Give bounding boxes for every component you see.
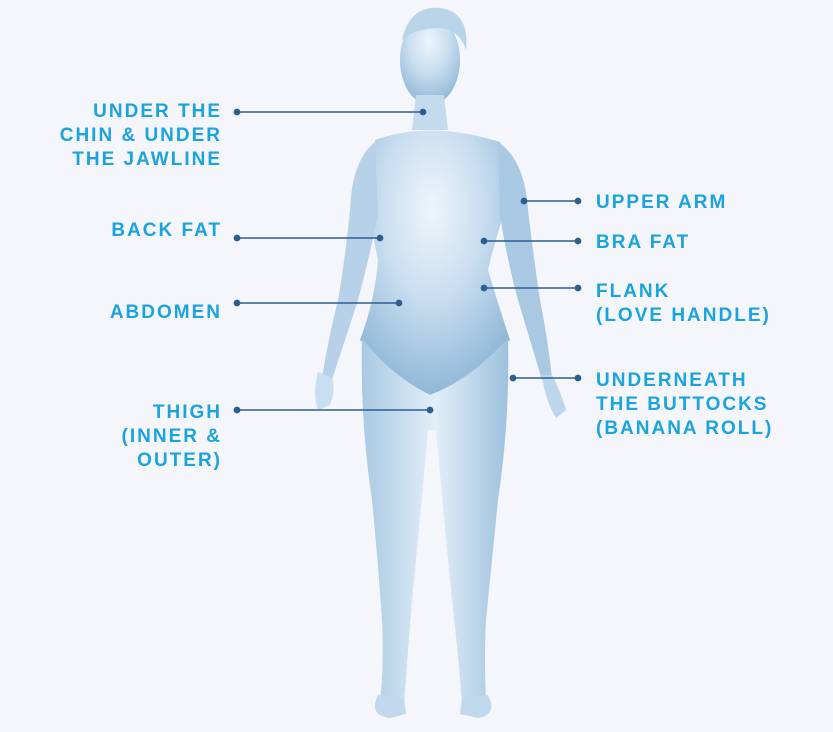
label-chin: UNDER THE CHIN & UNDER THE JAWLINE xyxy=(60,100,222,172)
label-bra-fat: BRA FAT xyxy=(596,231,690,255)
leader-dot xyxy=(510,375,515,380)
label-buttocks: UNDERNEATH THE BUTTOCKS (BANANA ROLL) xyxy=(596,369,773,441)
female-body-figure-icon xyxy=(315,8,566,718)
label-flank: FLANK (LOVE HANDLE) xyxy=(596,280,771,328)
label-thigh: THIGH (INNER & OUTER) xyxy=(122,401,222,473)
leader-dot xyxy=(234,109,239,114)
leader-dot xyxy=(427,407,432,412)
leader-dot xyxy=(234,235,239,240)
leader-dot xyxy=(575,238,580,243)
leader-dot xyxy=(481,285,486,290)
leader-dot xyxy=(521,198,526,203)
leader-dot xyxy=(396,300,401,305)
leader-dot xyxy=(420,109,425,114)
label-back-fat: BACK FAT xyxy=(111,219,222,243)
label-upper-arm: UPPER ARM xyxy=(596,191,727,215)
leader-dot xyxy=(377,235,382,240)
leader-dot xyxy=(575,375,580,380)
leader-dot xyxy=(234,300,239,305)
leader-dot xyxy=(234,407,239,412)
leader-dot xyxy=(575,285,580,290)
leader-dot xyxy=(481,238,486,243)
label-abdomen: ABDOMEN xyxy=(110,301,222,325)
leader-dot xyxy=(575,198,580,203)
